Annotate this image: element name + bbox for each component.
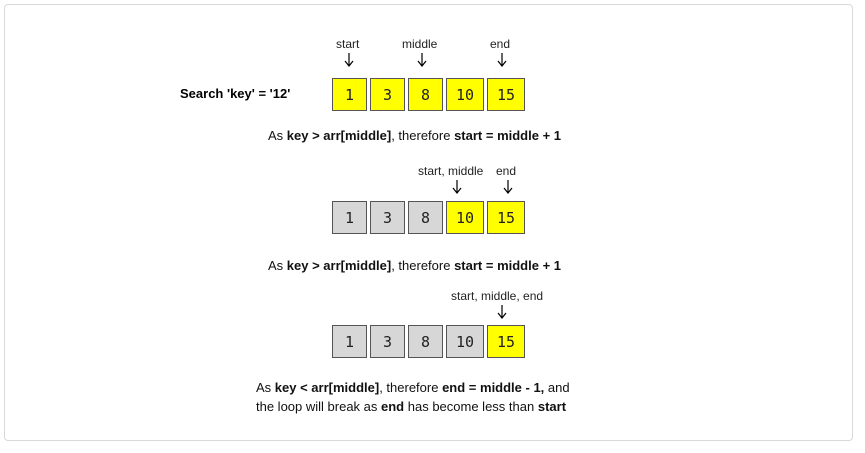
arrow-down-icon: [417, 53, 427, 67]
caption-step-1: As key > arr[middle], therefore start = …: [268, 128, 562, 143]
arrow-down-icon: [497, 305, 507, 319]
array-cell: 3: [370, 325, 405, 358]
array-cell: 1: [332, 201, 367, 234]
arrow-down-icon: [503, 180, 513, 194]
array-cell: 10: [446, 78, 484, 111]
array-cell: 3: [370, 201, 405, 234]
arrow-down-icon: [497, 53, 507, 67]
pointer-end: end: [496, 164, 517, 178]
array-cell: 8: [408, 78, 443, 111]
caption-step-3-line-1: As key < arr[middle], therefore end = mi…: [256, 380, 570, 395]
array-row-step-2: 1 3 8 10 15: [332, 201, 528, 234]
array-cell: 3: [370, 78, 405, 111]
search-label: Search 'key' = '12': [180, 86, 291, 101]
array-cell: 15: [487, 325, 525, 358]
array-cell: 8: [408, 325, 443, 358]
pointer-start-middle: start, middle: [418, 164, 484, 178]
pointer-start: start: [336, 37, 360, 51]
array-cell: 10: [446, 201, 484, 234]
arrow-down-icon: [344, 53, 354, 67]
caption-step-2: As key > arr[middle], therefore start = …: [268, 258, 562, 273]
array-cell: 10: [446, 325, 484, 358]
pointer-middle: middle: [402, 37, 438, 51]
caption-step-3-line-2: the loop will break as end has become le…: [256, 399, 567, 414]
array-cell: 8: [408, 201, 443, 234]
array-cell: 15: [487, 201, 525, 234]
pointer-start-middle-end: start, middle, end: [451, 289, 544, 303]
arrow-down-icon: [452, 180, 462, 194]
array-cell: 15: [487, 78, 525, 111]
array-cell: 1: [332, 325, 367, 358]
array-row-step-1: 1 3 8 10 15: [332, 78, 528, 111]
pointer-end: end: [490, 37, 511, 51]
array-cell: 1: [332, 78, 367, 111]
array-row-step-3: 1 3 8 10 15: [332, 325, 528, 358]
